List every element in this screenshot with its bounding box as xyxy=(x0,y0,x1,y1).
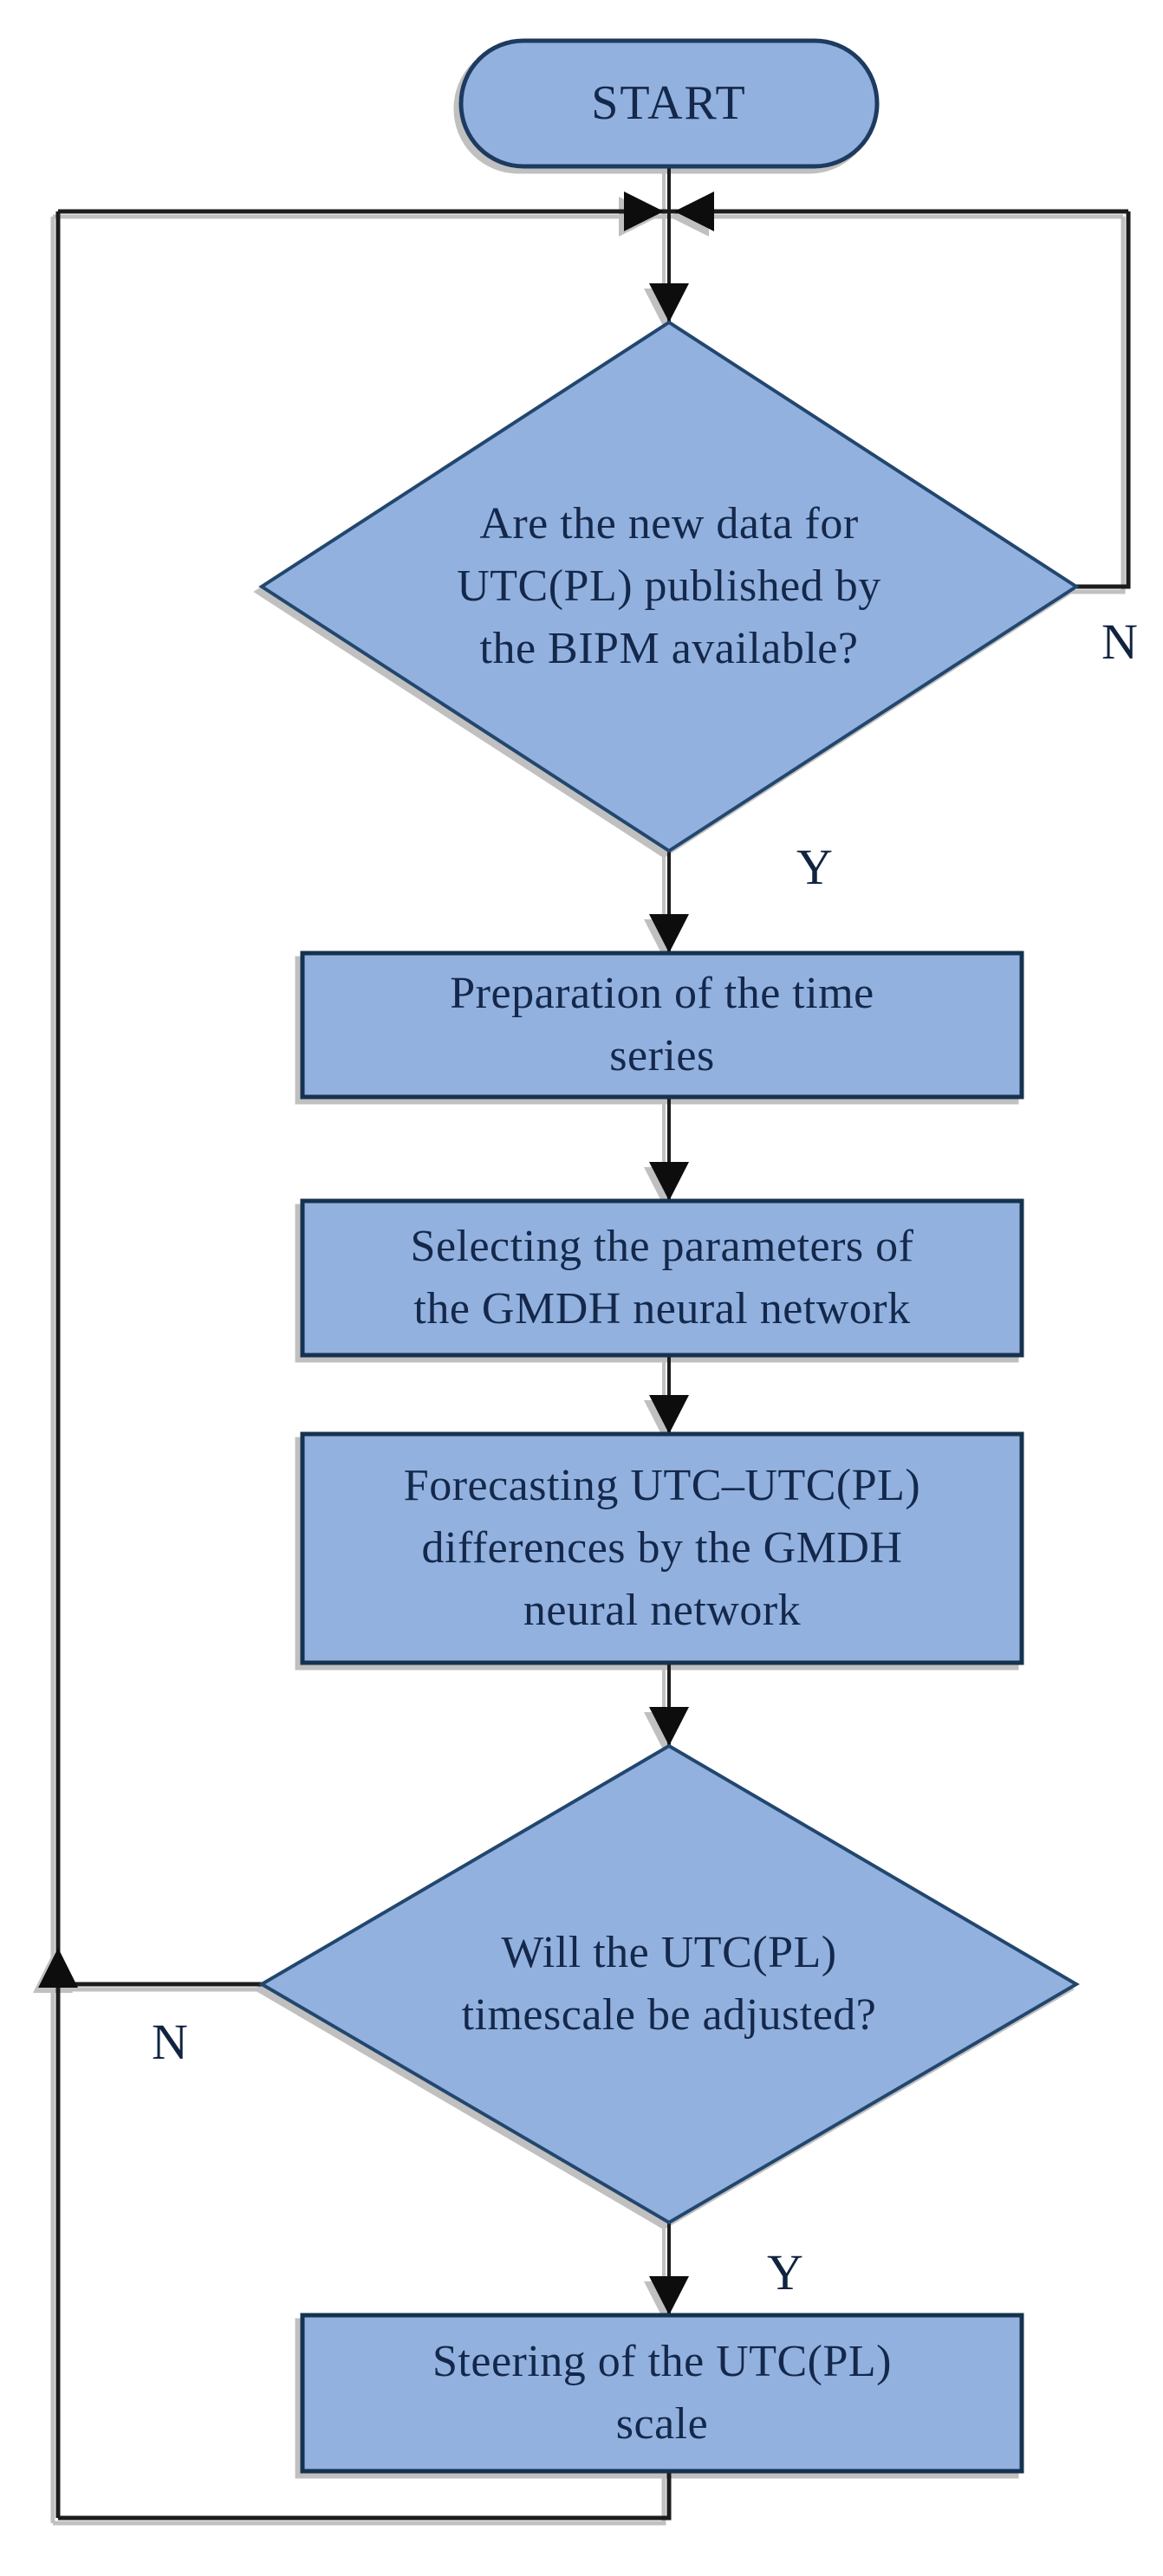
decision2-entry-arrowhead-icon xyxy=(649,1707,689,1746)
process3-entry-arrowhead-icon xyxy=(649,1395,689,1434)
process1-entry-arrowhead-icon xyxy=(649,914,689,953)
process2-label: Selecting the parameters of the GMDH neu… xyxy=(410,1222,914,1333)
left-loop-up-arrowhead-icon xyxy=(38,1948,78,1988)
decision2-yes-branch-label: Y xyxy=(767,2243,803,2300)
decision2-question-label: Will the UTC(PL) timescale be adjusted? xyxy=(461,1928,877,2040)
process2-entry-arrowhead-icon xyxy=(649,1162,689,1201)
start-node-label: START xyxy=(591,75,747,130)
process4-entry-arrowhead-icon xyxy=(649,2276,689,2315)
process3-rect-shape xyxy=(300,1431,1024,1665)
process1-rect-shape xyxy=(300,951,1024,1100)
process2-rect-shape xyxy=(300,1198,1024,1358)
process1-label: Preparation of the time series xyxy=(450,969,874,1080)
process4-label: Steering of the UTC(PL) scale xyxy=(432,2337,892,2449)
decision1-no-branch-label: N xyxy=(1101,613,1138,670)
decision1-entry-arrowhead-icon xyxy=(649,283,689,322)
decision1-no-loop-line xyxy=(1076,211,1131,589)
decision1-diamond-shape xyxy=(258,320,1080,853)
process4-rect-shape xyxy=(300,2313,1024,2474)
start-terminator-shape xyxy=(458,38,880,169)
bottom-loop-line xyxy=(58,2471,672,2521)
process3-label: Forecasting UTC–UTC(PL) differences by t… xyxy=(403,1461,921,1635)
decision2-no-branch-label: N xyxy=(152,2013,188,2070)
decision1-question-label: Are the new data for UTC(PL) published b… xyxy=(457,499,881,673)
decision2-diamond-shape xyxy=(258,1743,1080,2225)
flowchart-shapes-and-connectors xyxy=(38,38,1131,2521)
junction-arrowhead-from-left-icon xyxy=(624,191,664,231)
junction-arrowhead-from-right-icon xyxy=(674,191,714,231)
decision1-yes-branch-label: Y xyxy=(796,838,833,895)
